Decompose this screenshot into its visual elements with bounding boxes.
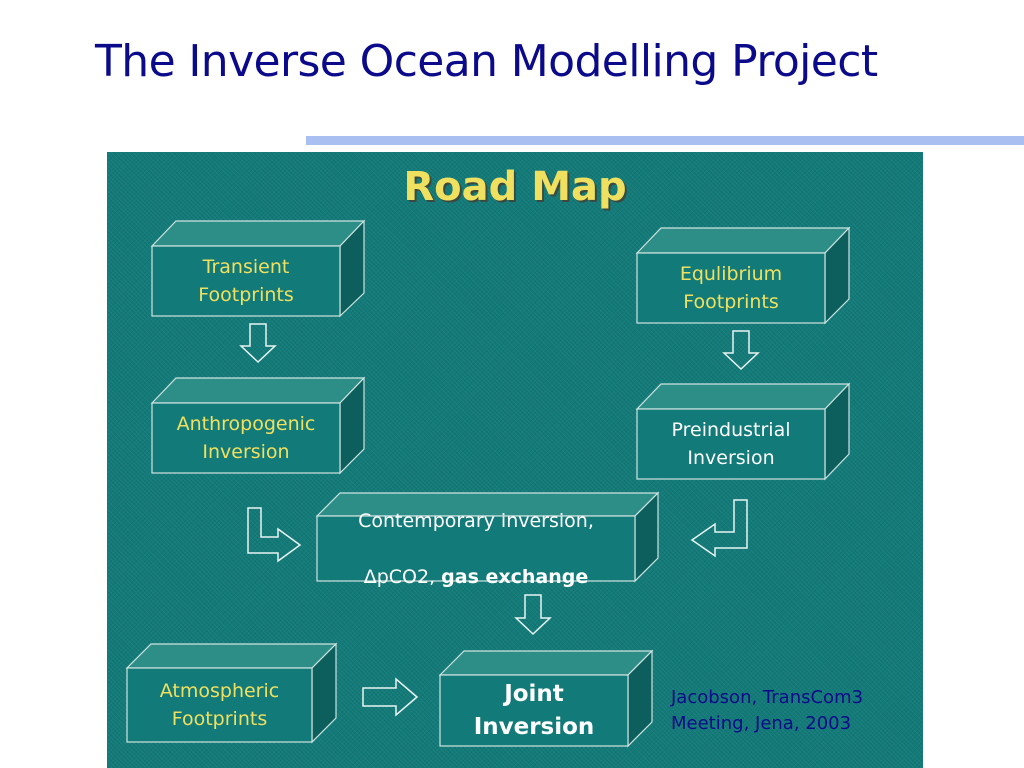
transient-footprints-label: Transient Footprints [198,256,294,306]
slide-title: The Inverse Ocean Modelling Project [95,36,878,87]
citation: Jacobson, TransCom3 Meeting, Jena, 2003 [671,687,864,734]
transient-box [150,219,366,318]
elbow-arrow-icon [247,507,302,563]
contemporary-line-2: ΔpCO2, gas exchange [364,535,589,591]
down-arrow-icon [722,330,760,371]
title-rule [306,136,1024,145]
joint-inversion-label: Joint Inversion [473,680,595,740]
diagram-shapes [125,219,851,748]
down-arrow-icon [514,594,552,636]
contemporary-line-2-prefix: ΔpCO2, [363,565,442,588]
preindustrial-inversion-label: Preindustrial Inversion [671,419,791,469]
gas-exchange-text: gas exchange [441,565,589,588]
atmospheric-box [125,642,338,744]
equilibrium-box [635,226,851,325]
contemporary-box [315,491,660,583]
road-map-panel: Road Map Transient Footprints Equlibrium… [107,152,923,768]
atmospheric-footprints-label: Atmospheric Footprints [159,680,280,730]
down-arrow-icon [239,323,277,364]
elbow-arrow-icon [690,499,748,558]
diagram-title: Road Map [403,164,627,210]
equilibrium-footprints-label: Equlibrium Footprints [679,263,783,313]
contemporary-line-1: Contemporary inversion, [358,509,594,532]
preindustrial-box [635,382,851,481]
joint-box [438,649,654,748]
right-arrow-icon [362,677,419,717]
anthropogenic-inversion-label: Anthropogenic Inversion [176,413,316,463]
contemporary-inversion-label: Contemporary inversion, ΔpCO2, gas excha… [317,510,635,588]
anthropogenic-box [150,376,366,475]
